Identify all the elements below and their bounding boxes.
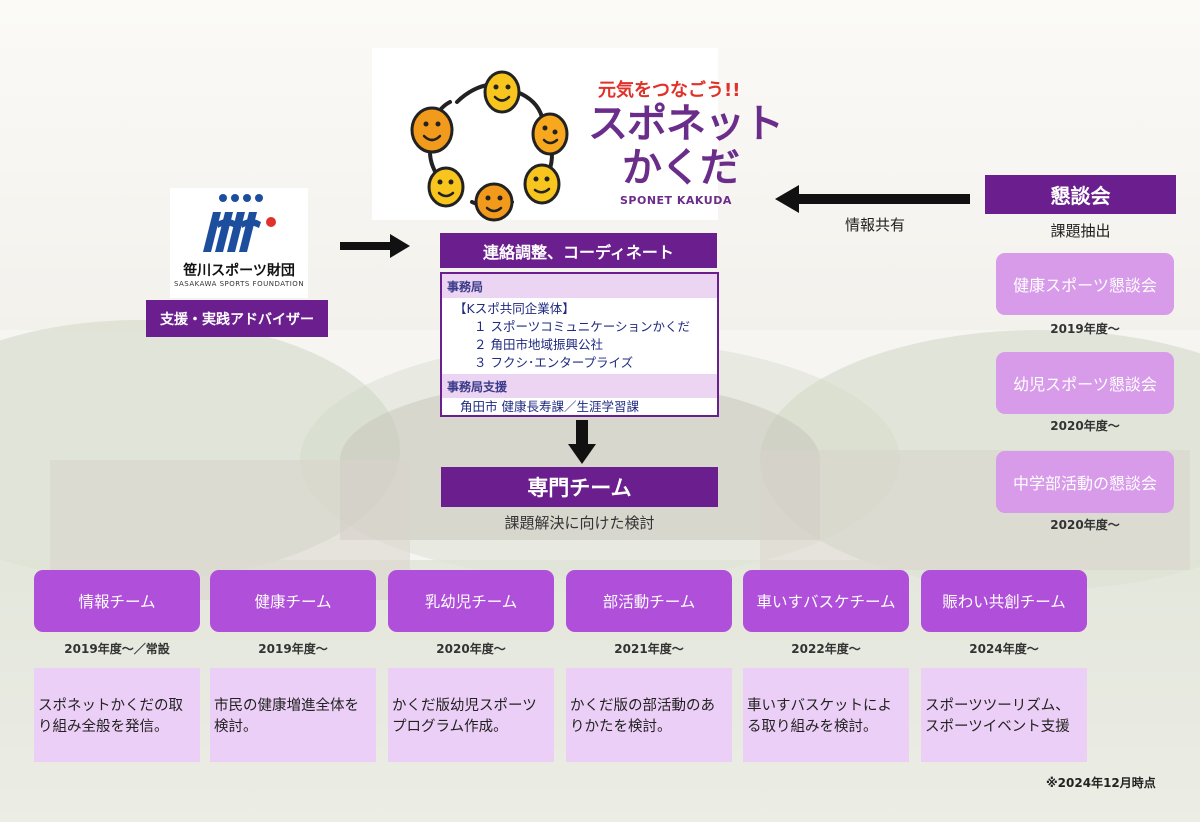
arrow-right-icon <box>340 234 410 258</box>
sasakawa-name-en: SASAKAWA SPORTS FOUNDATION <box>173 280 305 288</box>
footnote: ※2024年12月時点 <box>1046 776 1156 790</box>
team-year: 2020年度～ <box>436 642 506 656</box>
team-infant: 乳幼児チーム <box>388 570 554 632</box>
team-year: 2019年度～／常設 <box>64 642 170 656</box>
team-desc: 車いすバスケットによる取り組みを検討。 <box>743 668 909 762</box>
logo-name: スポネット かくだ <box>588 102 788 190</box>
team-health: 健康チーム <box>210 570 376 632</box>
office-label: 事務局 <box>442 274 717 298</box>
team-wheelchair-basketball: 車いすバスケチーム <box>743 570 909 632</box>
kondankai-item-club: 中学部活動の懇談会 <box>996 451 1174 513</box>
kondankai-year: 2020年度～ <box>1050 419 1120 433</box>
office-support-text: 角田市 健康長寿課／生涯学習課 <box>460 399 639 414</box>
team-desc: かくだ版の部活動のありかたを検討。 <box>566 668 732 762</box>
kondankai-year: 2020年度～ <box>1050 518 1120 532</box>
team-desc: スポネットかくだの取り組み全般を発信。 <box>34 668 200 762</box>
kondankai-item-health: 健康スポーツ懇談会 <box>996 253 1174 315</box>
office-support-label: 事務局支援 <box>442 374 717 398</box>
kondankai-title: 懇談会 <box>985 175 1176 214</box>
kondankai-item-infant: 幼児スポーツ懇談会 <box>996 352 1174 414</box>
team-year: 2024年度～ <box>969 642 1039 656</box>
logo-tagline: 元気をつなごう!! <box>598 80 741 101</box>
consortium-label: 【Kスポ共同企業体】 <box>454 301 575 316</box>
member-item: ３ フクシ･エンタープライズ <box>474 355 634 370</box>
expert-team-subtitle: 課題解決に向けた検討 <box>504 514 655 532</box>
logo-name-en: SPONET KAKUDA <box>620 194 732 207</box>
team-desc: スポーツツーリズム、スポーツイベント支援 <box>921 668 1087 762</box>
sasakawa-logo: 笹川スポーツ財団 SASAKAWA SPORTS FOUNDATION <box>170 188 308 298</box>
team-year: 2022年度～ <box>791 642 861 656</box>
kondankai-year: 2019年度～ <box>1050 322 1120 336</box>
logo-name-line1: スポネット <box>588 101 784 147</box>
kondankai-subtitle: 課題抽出 <box>1050 222 1111 240</box>
smiling-faces-ring-icon <box>410 70 569 222</box>
info-share-label: 情報共有 <box>844 216 905 234</box>
team-desc: 市民の健康増進全体を検討。 <box>210 668 376 762</box>
expert-team-title: 専門チーム <box>441 467 718 507</box>
team-desc: かくだ版幼児スポーツプログラム作成。 <box>388 668 554 762</box>
sponet-kakuda-logo: 元気をつなごう!! スポネット かくだ SPONET KAKUDA <box>372 48 784 222</box>
team-year: 2021年度～ <box>614 642 684 656</box>
team-info: 情報チーム <box>34 570 200 632</box>
member-item: １ スポーツコミュニケーションかくだ <box>474 319 690 334</box>
team-co-creation: 賑わい共創チーム <box>921 570 1087 632</box>
logo-name-line2: かくだ <box>622 145 740 191</box>
member-item: ２ 角田市地域振興公社 <box>474 337 603 352</box>
sasakawa-support-label: 支援・実践アドバイザー <box>146 300 328 337</box>
sasakawa-name: 笹川スポーツ財団 <box>183 263 295 279</box>
office-box: 事務局 【Kスポ共同企業体】 １ スポーツコミュニケーションかくだ ２ 角田市地… <box>440 272 719 417</box>
arrow-left-icon <box>775 185 970 213</box>
arrow-down-icon <box>568 420 596 464</box>
coordination-title: 連絡調整、コーディネート <box>440 233 717 268</box>
team-year: 2019年度～ <box>258 642 328 656</box>
team-club-activity: 部活動チーム <box>566 570 732 632</box>
sasakawa-logo-icon <box>203 194 276 252</box>
